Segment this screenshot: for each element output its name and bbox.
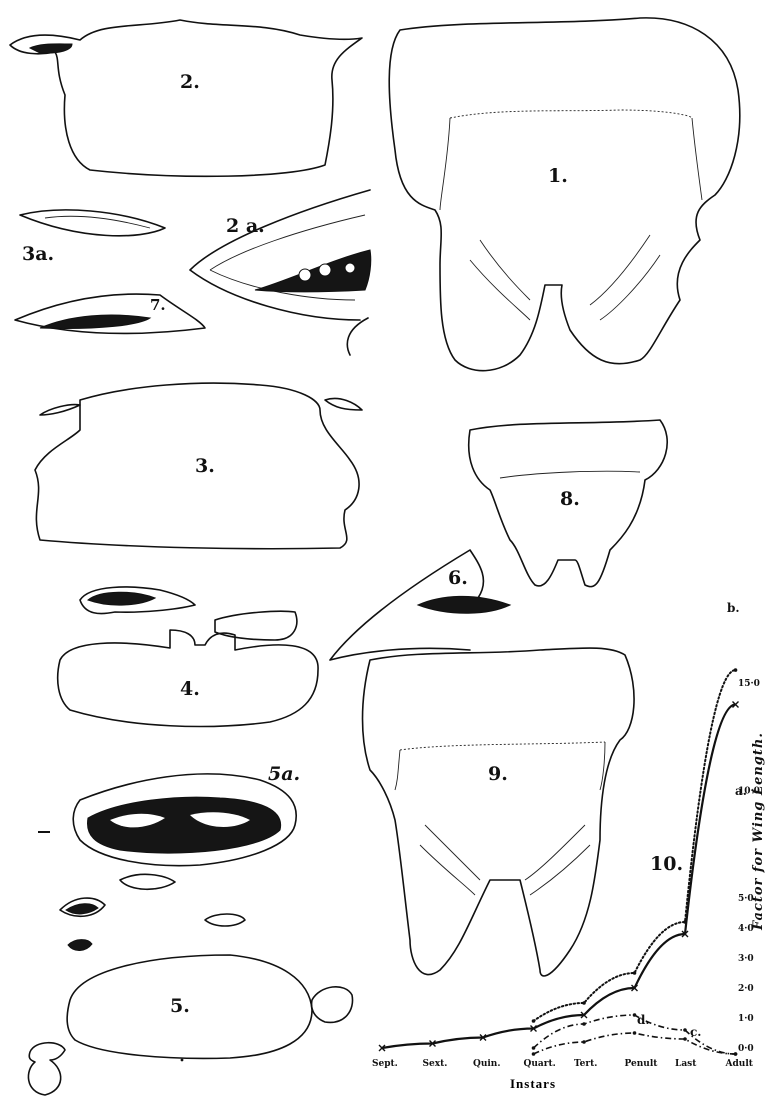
figure-7: [15, 294, 205, 333]
label-4: 4.: [180, 678, 200, 700]
series-1-point-3: [683, 920, 687, 924]
label-8: 8.: [560, 488, 580, 510]
label-9: 9.: [488, 763, 508, 785]
label-3: 3.: [195, 455, 215, 477]
series-3-point-1: [582, 1040, 586, 1044]
x-tick-2: Quin.: [473, 1059, 500, 1069]
series-2-point-2: [633, 1013, 637, 1017]
x-tick-6: Last: [675, 1059, 697, 1069]
label-5a: 5a.: [268, 763, 300, 785]
label-10: 10.: [650, 853, 683, 875]
series-1-point-4: [734, 668, 738, 672]
y-tick-2: 2·0: [738, 984, 754, 994]
label-3a: 3a.: [22, 243, 54, 265]
series-2-point-1: [582, 1022, 586, 1026]
series-1-point-2: [633, 971, 637, 975]
series-1-point-0: [532, 1019, 536, 1023]
y-tick-3: 3·0: [738, 954, 754, 964]
y-tick-7: 15·0: [738, 679, 760, 689]
x-tick-1: Sext.: [423, 1059, 448, 1069]
series-3-point-4: [734, 1052, 738, 1056]
series-3-point-0: [532, 1052, 536, 1056]
series-3-point-3: [683, 1037, 687, 1041]
label-7: 7.: [150, 296, 166, 314]
series-label-0: a.: [735, 784, 747, 798]
x-tick-7: Adult: [725, 1059, 754, 1069]
y-tick-5: 5·0: [738, 894, 754, 904]
figure-6: [330, 550, 510, 660]
figure-2: [10, 20, 362, 176]
label-1: 1.: [548, 165, 568, 187]
figure-2a: [190, 190, 371, 355]
series-line-3: [534, 1033, 736, 1054]
figure-1: [389, 18, 740, 371]
series-label-1: b.: [727, 601, 740, 615]
x-tick-3: Quart.: [524, 1059, 556, 1069]
x-tick-4: Tert.: [574, 1059, 597, 1069]
y-tick-1: 1·0: [738, 1014, 754, 1024]
label-5: 5.: [170, 995, 190, 1017]
series-line-0: [382, 705, 736, 1049]
label-6: 6.: [448, 567, 468, 589]
series-3-point-2: [633, 1031, 637, 1035]
figure-3a: [20, 210, 165, 236]
x-axis-title: Instars: [510, 1076, 556, 1091]
series-1-point-1: [582, 1001, 586, 1005]
figure-labels: 1. 2. 2 a. 3a. 7. 3. 8. 6. 4. 9. 5a. 10.…: [22, 71, 683, 1017]
y-tick-4: 4·0: [738, 924, 754, 934]
x-tick-0: Sept.: [372, 1059, 398, 1069]
figure-4: [58, 587, 318, 726]
figure-9: [363, 648, 635, 976]
x-tick-5: Penult: [625, 1059, 659, 1069]
series-2-point-3: [683, 1028, 687, 1032]
y-tick-0: 0·0: [738, 1044, 754, 1054]
series-2-point-0: [532, 1046, 536, 1050]
label-2: 2.: [180, 71, 200, 93]
series-label-2: c.: [690, 1025, 701, 1039]
label-2a: 2 a.: [226, 215, 265, 237]
figure-5a: [38, 774, 296, 866]
figure-5: [28, 874, 352, 1095]
series-label-3: d.: [637, 1013, 650, 1027]
wing-length-chart: Factor for Wing Length. Instars Sept.Sex…: [372, 601, 766, 1091]
